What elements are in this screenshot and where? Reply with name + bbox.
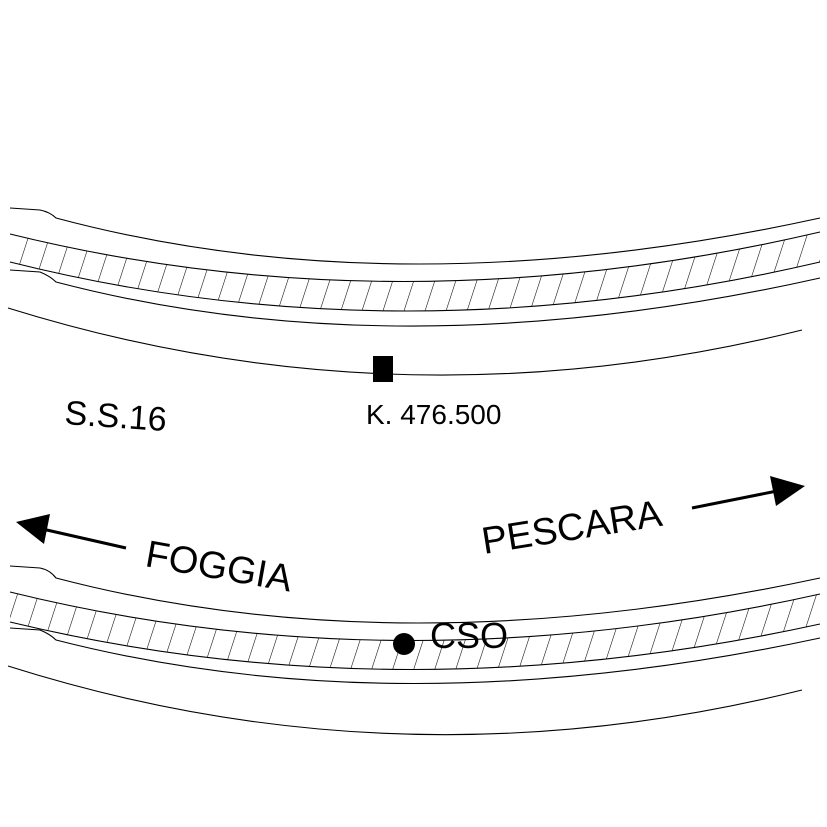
cso-point xyxy=(393,633,415,655)
top-lane-line xyxy=(9,269,821,327)
direction-pescara: PESCARA xyxy=(479,476,805,563)
top-median-edge-lower xyxy=(9,261,821,312)
top-median-edge-upper xyxy=(9,231,821,283)
cso-label: CSO xyxy=(430,615,508,656)
bottom-median-edge-lower xyxy=(9,621,821,671)
pescara-label: PESCARA xyxy=(479,493,666,563)
foggia-label: FOGGIA xyxy=(142,534,295,601)
bottom-road-edge-inner xyxy=(7,665,803,736)
top-road-edge-inner xyxy=(7,307,803,376)
km-marker-post xyxy=(373,356,393,382)
arrow-left-head-icon xyxy=(16,514,50,544)
road-name-label: S.S.16 xyxy=(63,394,167,439)
bottom-road-edge-outer xyxy=(9,565,821,624)
bottom-lane-line xyxy=(9,627,821,685)
top-road-edge-outer xyxy=(9,207,821,265)
top-median-hatch xyxy=(10,232,820,311)
arrow-left-icon xyxy=(37,526,127,550)
direction-foggia: FOGGIA xyxy=(16,514,296,601)
top-carriageway xyxy=(7,207,821,376)
arrow-right-head-icon xyxy=(770,476,805,506)
arrow-right-line-icon xyxy=(691,488,783,510)
km-marker-label: K. 476.500 xyxy=(366,399,501,430)
